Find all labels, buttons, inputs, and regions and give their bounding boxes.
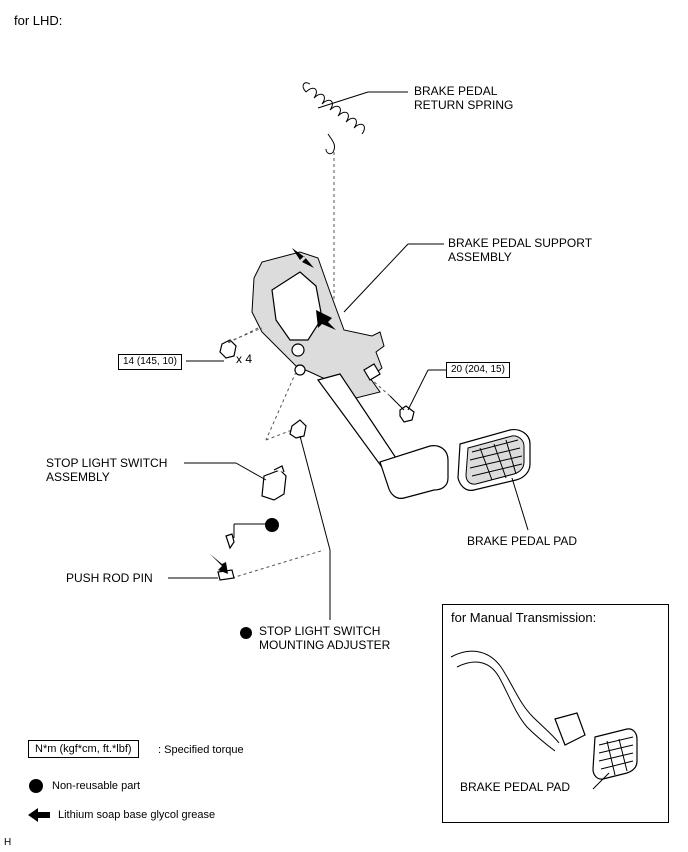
inset-pedal-pad-label: BRAKE PEDAL PAD (460, 780, 571, 794)
support-assembly-label-line1: BRAKE PEDAL SUPPORT (448, 236, 593, 250)
page-heading: for LHD: (14, 13, 63, 28)
bolt-drawing (371, 379, 415, 423)
nut-quantity: x 4 (236, 352, 253, 366)
adjuster-label-line1: STOP LIGHT SWITCH (259, 624, 381, 638)
support-assembly-label: BRAKE PEDAL SUPPORT ASSEMBLY (448, 236, 592, 264)
grease-arrow-icon (316, 310, 336, 330)
grease-legend-arrow-icon (28, 808, 50, 822)
bolt-torque-box: 20 (204, 15) (446, 362, 510, 378)
return-spring-drawing (302, 82, 408, 155)
return-spring-label: BRAKE PEDAL RETURN SPRING (414, 84, 513, 112)
clip-drawing (225, 518, 279, 550)
pedal-support-drawing (251, 251, 449, 499)
non-reusable-legend-icon (29, 779, 43, 793)
legend-grease: Lithium soap base glycol grease (58, 809, 216, 821)
push-rod-pin-drawing (168, 554, 235, 581)
inset-pedal-drawing (450, 650, 638, 790)
inset-title: for Manual Transmission: (451, 610, 597, 625)
non-reusable-marker-icon (240, 627, 252, 639)
manual-transmission-inset: for Manual Transmission: BRAKE PEDAL PAD (442, 604, 669, 823)
nut-torque-box: 14 (145, 10) (118, 354, 182, 370)
return-spring-label-line2: RETURN SPRING (414, 98, 514, 112)
stop-light-switch-label-line2: ASSEMBLY (46, 470, 110, 484)
grease-arrow-icon (292, 248, 314, 268)
non-reusable-marker (265, 518, 279, 532)
pedal-pad-label: BRAKE PEDAL PAD (467, 534, 578, 548)
pedal-pad-drawing (457, 429, 531, 531)
stop-light-switch-drawing (184, 462, 287, 501)
stop-light-switch-label: STOP LIGHT SWITCH ASSEMBLY (46, 456, 167, 484)
adjuster-label: STOP LIGHT SWITCH MOUNTING ADJUSTER (259, 624, 390, 652)
legend-torque-text: : Specified torque (158, 744, 244, 756)
footer-code: H (4, 837, 12, 848)
push-rod-pin-label: PUSH ROD PIN (66, 571, 153, 585)
return-spring-label-line1: BRAKE PEDAL (414, 84, 498, 98)
grease-arrow-icon (210, 554, 228, 574)
legend-non-reusable: Non-reusable part (52, 780, 141, 792)
adjuster-drawing (289, 419, 307, 439)
stop-light-switch-label-line1: STOP LIGHT SWITCH (46, 456, 168, 470)
nut-drawing (219, 327, 263, 359)
support-assembly-label-line2: ASSEMBLY (448, 250, 512, 264)
adjuster-label-line2: MOUNTING ADJUSTER (259, 638, 391, 652)
legend-torque-box: N*m (kgf*cm, ft.*lbf) (28, 740, 139, 758)
